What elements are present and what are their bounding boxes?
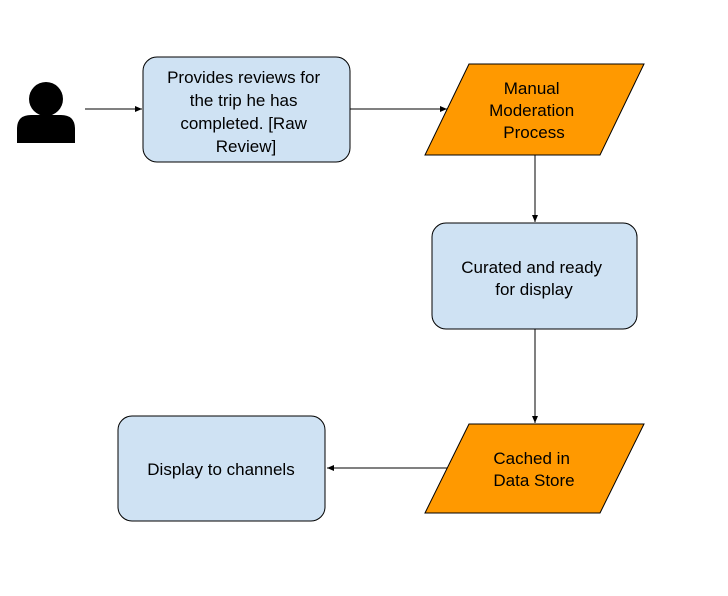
node-curated-line: Curated and ready [461, 258, 602, 277]
node-raw-review: Provides reviews for the trip he has com… [142, 56, 351, 163]
node-display: Display to channels [117, 415, 326, 522]
node-raw-review-line: the trip he has [190, 91, 298, 110]
node-manual-moderation-line: Moderation [489, 101, 574, 120]
node-display-shape [117, 415, 326, 522]
node-cached-line: Cached in [493, 449, 570, 468]
svg-text:Display to channels: Display to channels [147, 460, 294, 479]
node-manual-moderation-line: Process [503, 123, 564, 142]
node-cached: Cached in Data Store [424, 423, 645, 514]
node-curated-shape [431, 222, 638, 330]
node-display-line: Display to channels [147, 460, 294, 479]
node-raw-review-shape [142, 56, 351, 163]
node-raw-review-line: Provides reviews for [167, 68, 320, 87]
node-curated: Curated and ready for display [431, 222, 638, 330]
node-cached-line: Data Store [493, 471, 574, 490]
node-manual-moderation: Manual Moderation Process [424, 63, 645, 156]
user-icon [17, 82, 75, 143]
edges [85, 106, 538, 471]
svg-text:Manual Moderation: Manual Moderation Process [489, 79, 579, 142]
svg-text:Provides reviews for the: Provides reviews for the trip he has com… [167, 68, 325, 156]
node-manual-moderation-line: Manual [504, 79, 560, 98]
svg-text:Curated and ready for di: Curated and ready for display [461, 258, 607, 299]
node-manual-moderation-shape [424, 63, 645, 156]
node-raw-review-line: Review] [216, 137, 276, 156]
node-cached-shape [424, 423, 645, 514]
node-curated-line: for display [495, 280, 573, 299]
node-raw-review-line: completed. [Raw [180, 114, 307, 133]
svg-text:Cached in Data Store: Cached in Data Store [493, 449, 574, 490]
